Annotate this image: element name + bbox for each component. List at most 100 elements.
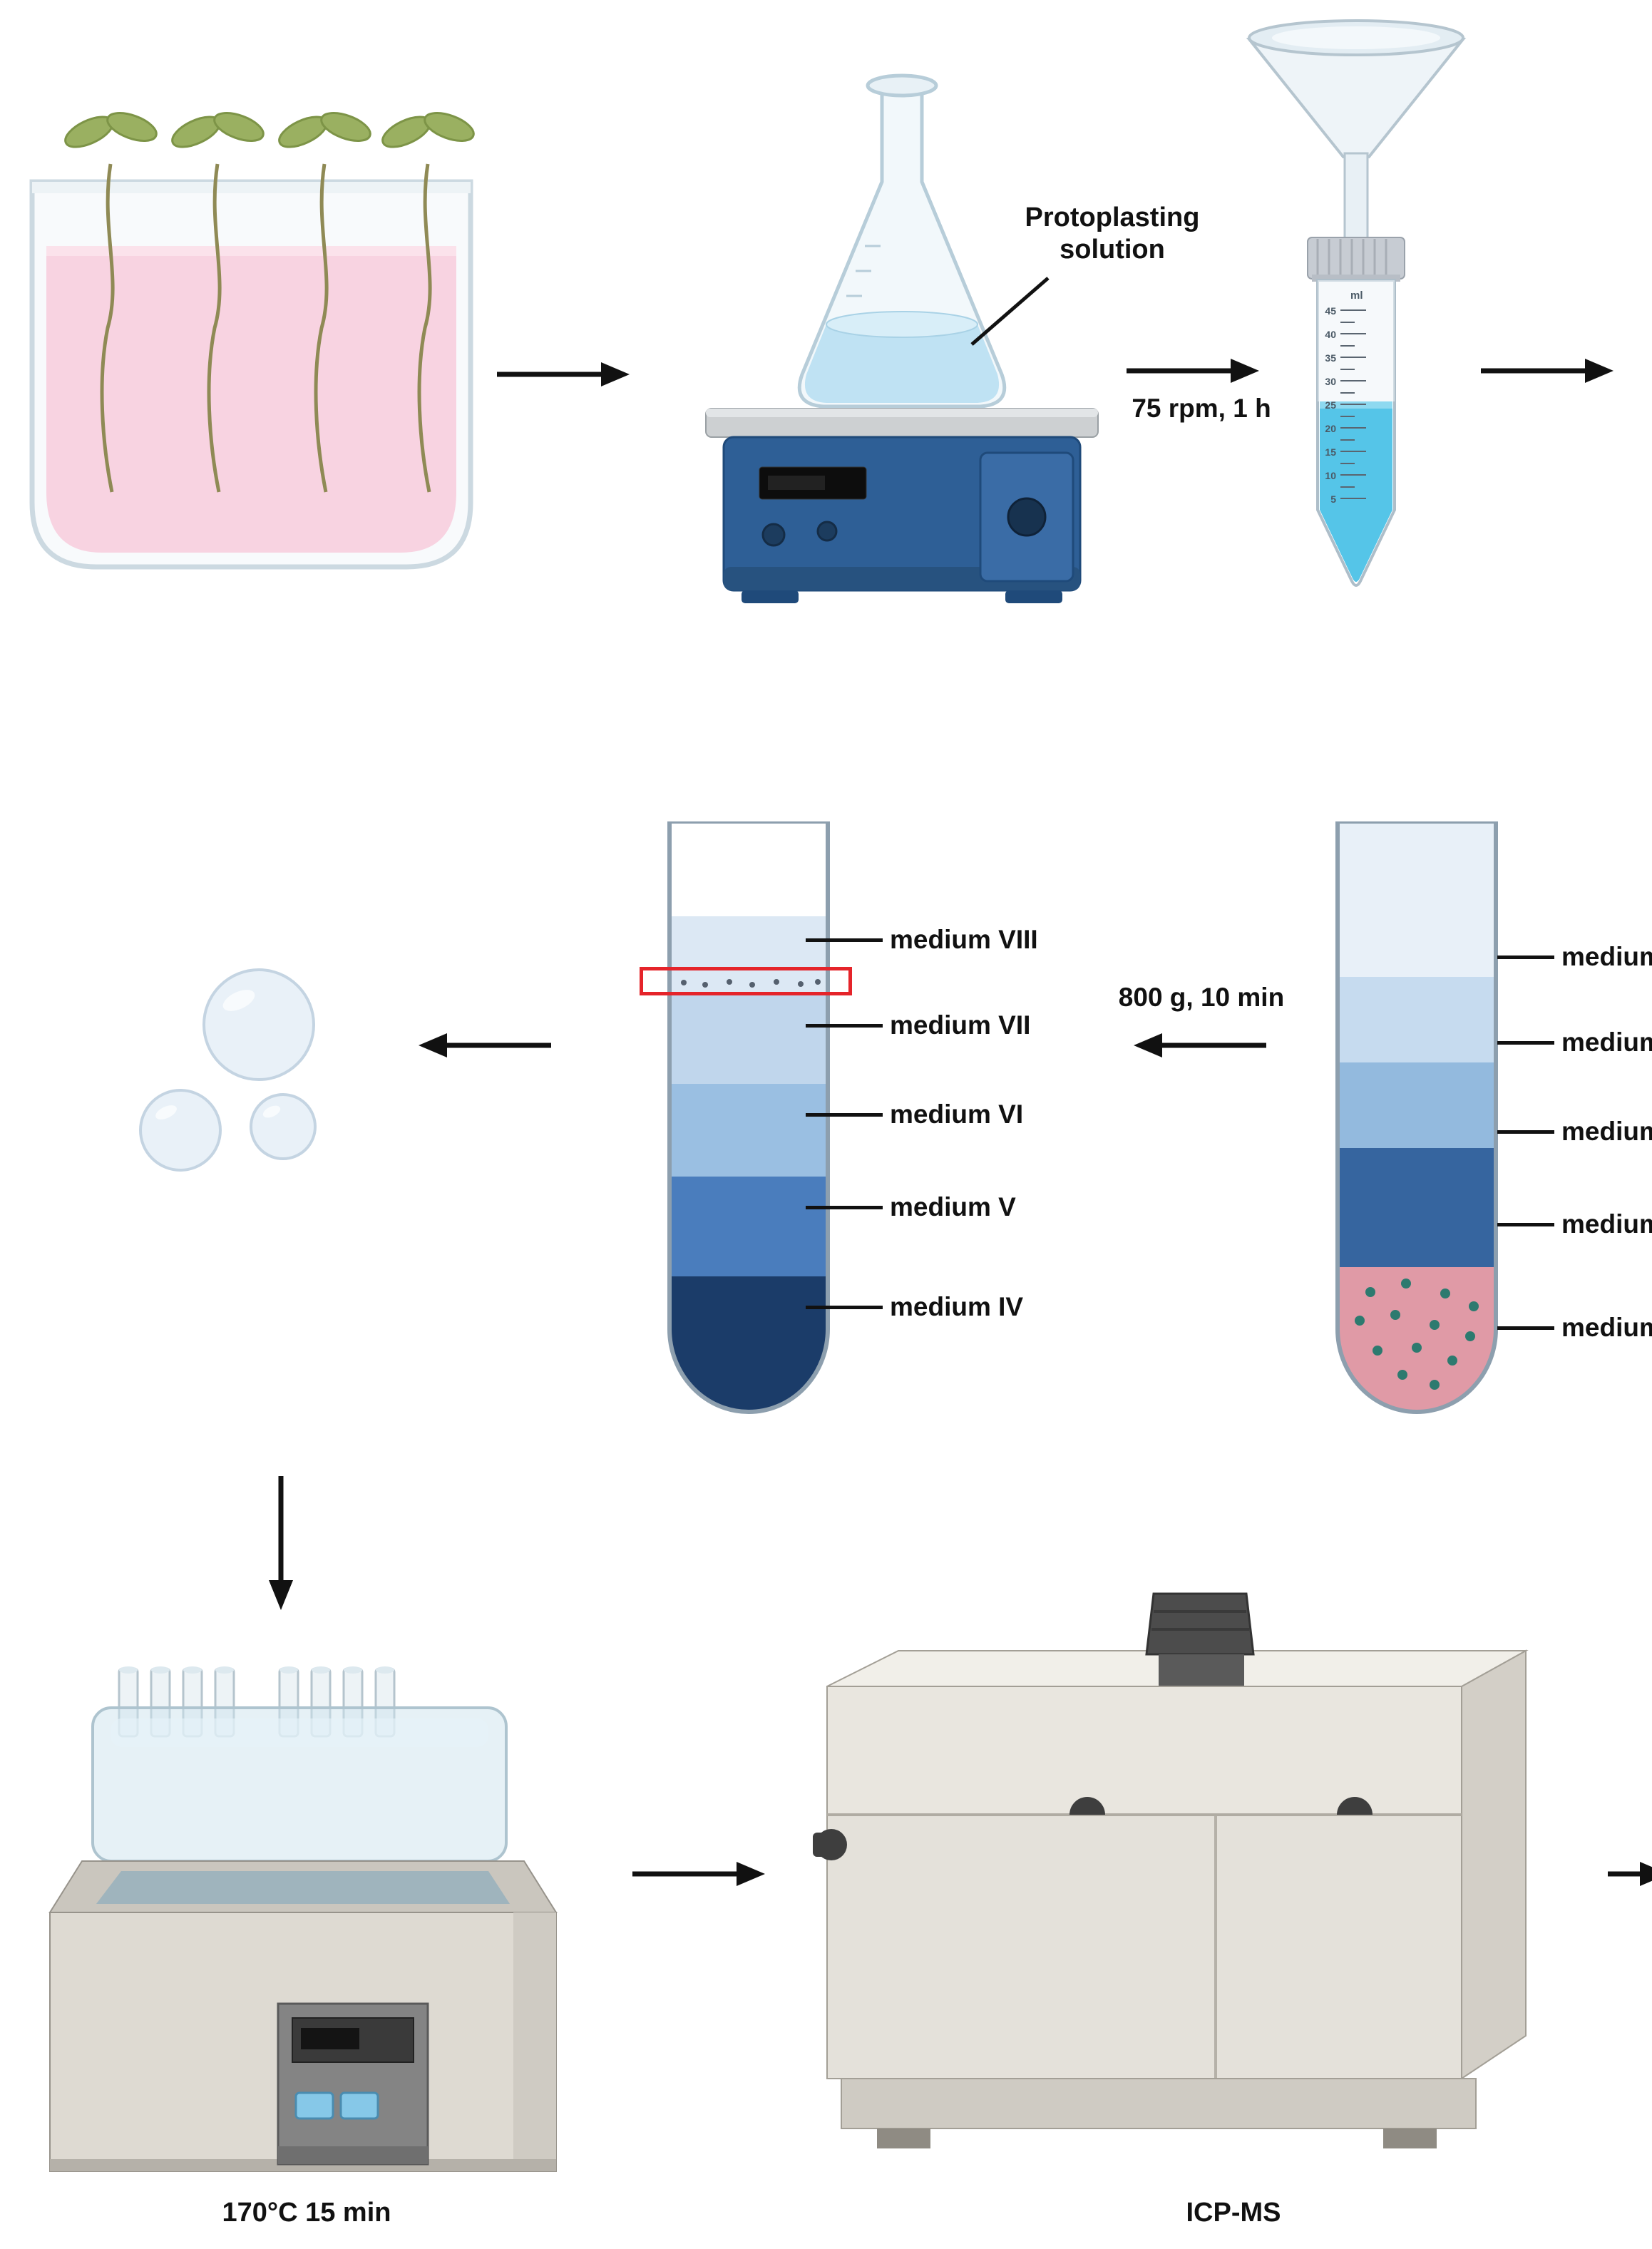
label-tick: [806, 1112, 883, 1117]
label-tick: [806, 1305, 883, 1309]
svg-text:45: 45: [1325, 305, 1336, 317]
collected-medium-label: medium: [1561, 1209, 1652, 1239]
shaking-condition-label: 75 rpm, 1 h: [1132, 394, 1271, 423]
tube-outline: [1335, 819, 1498, 1414]
centrifugation-condition-label: 800 g, 10 min: [1118, 983, 1285, 1012]
medium-vii-row: medium VII: [806, 1010, 1030, 1041]
medium-vi-row: medium VI: [806, 1099, 1023, 1130]
layer-3: [1338, 1062, 1496, 1148]
label-tick: [1497, 1326, 1554, 1330]
falcon-tube: ml 45 40 35 30 25 20 15 10 5: [1316, 279, 1396, 587]
arrow-right-icon: [1608, 1860, 1652, 1892]
medium-vi-label: medium VI: [890, 1099, 1024, 1129]
layer-medium-iv: [669, 1276, 828, 1412]
protoplast-large: [202, 968, 315, 1081]
arrow-right-icon: [496, 360, 631, 392]
instrument-side: [1461, 1649, 1527, 2080]
protoplast-cells: [1355, 1279, 1479, 1390]
label-tick: [806, 1205, 883, 1209]
bath-opening: [96, 1871, 510, 1904]
seedling: [381, 112, 475, 493]
gradient-tube-illustration: [660, 819, 838, 1426]
seedling: [64, 112, 158, 493]
arrow-left-icon: [417, 1031, 553, 1063]
collected-medium-row: medium: [1497, 1027, 1652, 1058]
label-tick: [1497, 1040, 1554, 1045]
red-highlight-box: [640, 967, 852, 995]
shaker-body: [722, 436, 1082, 603]
layer-medium-v: [669, 1177, 828, 1276]
water-bath-svg: [48, 1666, 558, 2172]
medium-viii-label: medium VIII: [890, 924, 1038, 954]
protoplast-medium: [139, 1089, 222, 1172]
collected-medium-row: medium: [1497, 941, 1652, 973]
side-knob: [816, 1829, 847, 1860]
svg-text:15: 15: [1325, 446, 1336, 458]
shaker-flask-illustration: [674, 68, 1130, 610]
label-tick: [806, 938, 883, 942]
protoplasting-solution-line1: Protoplasting: [1025, 203, 1200, 232]
svg-text:10: 10: [1325, 470, 1336, 481]
svg-text:25: 25: [1325, 399, 1336, 411]
instrument-base: [841, 2078, 1477, 2129]
label-tick: [806, 1023, 883, 1028]
medium-iv-label: medium IV: [890, 1291, 1024, 1321]
collected-medium-label: medium: [1561, 941, 1652, 971]
label-tick: [1497, 1129, 1554, 1134]
icp-ms-svg: [813, 1592, 1529, 2148]
shaker-knob: [761, 523, 786, 547]
pink-medium: [46, 246, 456, 553]
medium-v-row: medium V: [806, 1192, 1016, 1223]
protoplast-bubbles-svg: [139, 968, 317, 1172]
shaker-flask-svg: [705, 73, 1099, 603]
layer-4: [1338, 1148, 1496, 1267]
label-tick: [1497, 1222, 1554, 1226]
label-tick: [1497, 955, 1554, 959]
medium-viii-row: medium VIII: [806, 924, 1038, 956]
water-bath-illustration: [14, 1647, 592, 2189]
bath-button: [294, 2091, 334, 2120]
medium-iv-row: medium IV: [806, 1291, 1023, 1323]
label-pointer-line: [966, 275, 1052, 353]
gradient-tube-svg: [667, 819, 830, 1414]
funnel-falcon-tube-svg: ml 45 40 35 30 25 20 15 10 5: [1246, 19, 1467, 587]
svg-text:20: 20: [1325, 423, 1336, 434]
layer-medium-vii: [669, 995, 828, 1084]
latch-handle: [1069, 1797, 1105, 1815]
instrument-lower-front: [826, 1814, 1462, 2079]
seedling: [171, 112, 265, 493]
medium-surface: [46, 246, 456, 256]
svg-text:35: 35: [1325, 352, 1336, 364]
flask-liquid: [804, 324, 1000, 403]
instrument-top-knob: [1145, 1592, 1255, 1656]
vessel-rim: [32, 182, 471, 193]
protoplast-bubbles-illustration: [125, 966, 332, 1173]
bath-lid: [91, 1706, 508, 1863]
bath-control-panel: [277, 2002, 429, 2166]
digestion-condition-label: 170°C 15 min: [222, 2198, 391, 2228]
arrow-right-icon: [1479, 357, 1615, 389]
funnel-falcon-tube-illustration: ml 45 40 35 30 25 20 15 10 5: [1242, 11, 1470, 603]
arrow-right-icon: [1125, 357, 1261, 389]
icp-ms-label: ICP-MS: [1186, 2198, 1281, 2228]
interface-cells: [681, 979, 821, 988]
falcon-tube-liquid: [1320, 401, 1392, 582]
arrow-down-icon: [265, 1475, 297, 1617]
layer-2: [1338, 977, 1496, 1062]
arrow-right-icon: [631, 1860, 766, 1892]
bath-button: [339, 2091, 379, 2120]
collected-medium-label: medium: [1561, 1116, 1652, 1146]
shaker-knob: [816, 521, 838, 542]
collected-tube-illustration: [1328, 819, 1506, 1426]
seedlings-vessel-illustration: [18, 93, 485, 585]
latch-handle: [1337, 1797, 1373, 1815]
svg-text:5: 5: [1330, 493, 1336, 505]
collected-medium-label: medium: [1561, 1312, 1652, 1342]
collected-medium-row: medium: [1497, 1312, 1652, 1343]
layer-medium-vi: [669, 1084, 828, 1177]
falcon-tube-cap: [1307, 237, 1405, 282]
medium-vii-label: medium VII: [890, 1010, 1031, 1040]
protoplast-small: [250, 1093, 317, 1160]
tube-outline: [667, 819, 830, 1414]
